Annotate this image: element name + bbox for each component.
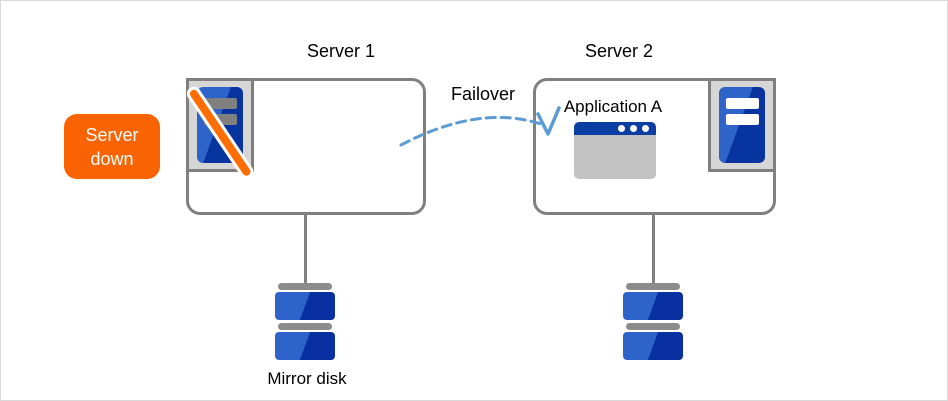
server1-mirror-disk-icon bbox=[275, 283, 335, 363]
server-slot-bar bbox=[204, 98, 237, 109]
server2-disk-connector bbox=[652, 214, 655, 284]
application-window-titlebar bbox=[574, 122, 656, 135]
disk-cap bbox=[278, 283, 332, 290]
server2-label: Server 2 bbox=[584, 41, 654, 61]
disk-platter bbox=[623, 292, 683, 320]
mirror-disk-label: Mirror disk bbox=[267, 369, 347, 388]
server2-server-icon bbox=[719, 87, 765, 163]
server2-mirror-disk-icon bbox=[623, 283, 683, 363]
disk-cap bbox=[626, 283, 680, 290]
window-dot-icon bbox=[630, 125, 637, 132]
application-label: Application A bbox=[563, 97, 663, 116]
window-dot-icon bbox=[642, 125, 649, 132]
window-dot-icon bbox=[618, 125, 625, 132]
server-down-badge: Server down bbox=[64, 114, 160, 179]
application-window-body bbox=[574, 135, 656, 179]
disk-platter bbox=[275, 332, 335, 360]
application-window-icon bbox=[574, 122, 656, 179]
failover-label: Failover bbox=[450, 84, 516, 104]
server-slot-bar bbox=[726, 114, 759, 125]
server2-icon-chassis bbox=[708, 78, 776, 172]
server1-disk-connector bbox=[304, 214, 307, 284]
disk-cap bbox=[278, 323, 332, 330]
server-slot-bar bbox=[726, 98, 759, 109]
disk-platter bbox=[623, 332, 683, 360]
disk-platter bbox=[275, 292, 335, 320]
server-down-badge-line1: Server bbox=[85, 124, 139, 145]
server-slot-bar bbox=[204, 114, 237, 125]
server-down-badge-line2: down bbox=[90, 148, 134, 169]
server1-label: Server 1 bbox=[306, 41, 376, 61]
server1-icon-chassis bbox=[184, 78, 257, 182]
disk-cap bbox=[626, 323, 680, 330]
